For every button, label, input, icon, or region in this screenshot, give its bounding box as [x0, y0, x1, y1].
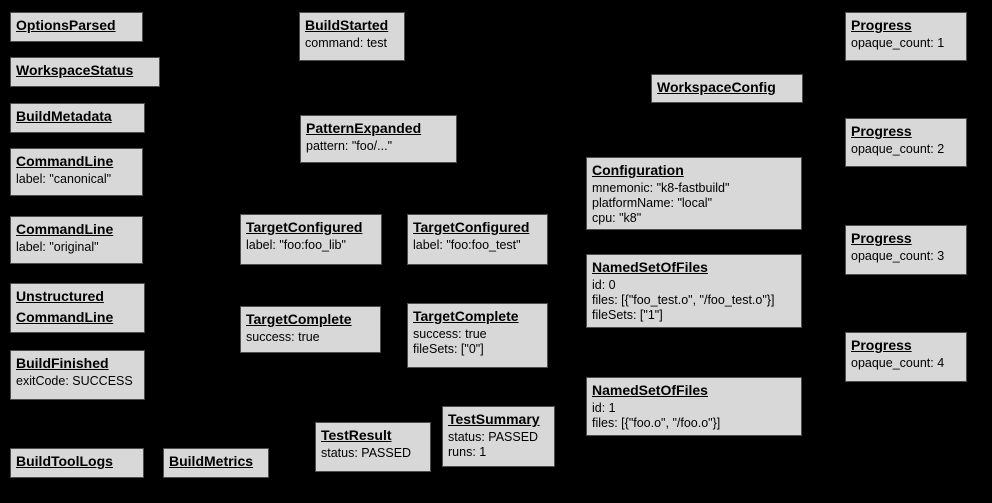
node-title: TargetComplete	[413, 308, 519, 324]
node-title: Progress	[851, 123, 912, 139]
node-title: BuildMetrics	[169, 453, 254, 469]
node-attribute: command: test	[305, 36, 387, 50]
node-attribute: label: "foo:foo_lib"	[246, 238, 346, 252]
node-title: CommandLine	[16, 221, 114, 237]
node-title: TargetConfigured	[246, 219, 363, 235]
node-progress-3: Progress opaque_count: 3	[845, 225, 967, 275]
node-attribute: fileSets: ["0"]	[413, 342, 484, 356]
node-attribute: label: "canonical"	[16, 172, 112, 186]
node-title: TestResult	[321, 427, 392, 443]
node-attribute: platformName: "local"	[592, 196, 713, 210]
node-title: NamedSetOfFiles	[592, 259, 708, 275]
node-attribute: status: PASSED	[321, 446, 412, 460]
node-build-tool-logs: BuildToolLogs	[10, 448, 144, 478]
node-title: TargetConfigured	[413, 219, 530, 235]
node-named-set-of-files-1: NamedSetOfFiles id: 1 files: [{"foo.o", …	[586, 377, 802, 436]
node-progress-1: Progress opaque_count: 1	[845, 12, 967, 61]
node-command-line-original: CommandLine label: "original"	[10, 216, 143, 264]
node-workspace-config: WorkspaceConfig	[651, 74, 803, 103]
node-title: Unstructured	[16, 288, 104, 304]
node-attribute: label: "foo:foo_test"	[413, 238, 521, 252]
node-attribute: id: 1	[592, 401, 616, 415]
node-build-metrics: BuildMetrics	[163, 448, 269, 478]
node-attribute: fileSets: ["1"]	[592, 308, 663, 322]
node-title: Progress	[851, 17, 912, 33]
node-command-line-canonical: CommandLine label: "canonical"	[10, 148, 143, 196]
node-attribute: status: PASSED	[448, 430, 539, 444]
node-title: NamedSetOfFiles	[592, 382, 708, 398]
node-title: BuildFinished	[16, 355, 109, 371]
node-attribute: opaque_count: 1	[851, 36, 945, 50]
node-title: TestSummary	[448, 411, 540, 427]
node-title: OptionsParsed	[16, 17, 116, 33]
node-test-summary: TestSummary status: PASSED runs: 1	[442, 406, 555, 467]
node-options-parsed: OptionsParsed	[10, 12, 143, 42]
node-unstructured-command-line: Unstructured CommandLine	[10, 283, 145, 333]
node-attribute: id: 0	[592, 278, 616, 292]
node-attribute: mnemonic: "k8-fastbuild"	[592, 181, 730, 195]
node-attribute: runs: 1	[448, 445, 487, 459]
node-title: Configuration	[592, 162, 684, 178]
node-title: TargetComplete	[246, 311, 352, 327]
node-title: PatternExpanded	[306, 120, 422, 136]
node-attribute: label: "original"	[16, 240, 99, 254]
node-build-finished: BuildFinished exitCode: SUCCESS	[10, 350, 145, 400]
node-attribute: cpu: "k8"	[592, 211, 642, 225]
node-build-started: BuildStarted command: test	[299, 12, 405, 61]
node-attribute: pattern: "foo/..."	[306, 139, 393, 153]
node-title: CommandLine	[16, 153, 114, 169]
node-title: BuildMetadata	[16, 108, 112, 124]
node-attribute: files: [{"foo_test.o", "/foo_test.o"}]	[592, 293, 775, 307]
node-target-configured-foo-test: TargetConfigured label: "foo:foo_test"	[407, 214, 548, 265]
node-progress-2: Progress opaque_count: 2	[845, 118, 967, 167]
node-named-set-of-files-0: NamedSetOfFiles id: 0 files: [{"foo_test…	[586, 254, 802, 328]
node-target-complete-foo-lib: TargetComplete success: true	[240, 306, 381, 353]
node-target-complete-foo-test: TargetComplete success: true fileSets: […	[407, 303, 548, 368]
node-attribute: opaque_count: 4	[851, 356, 945, 370]
node-target-configured-foo-lib: TargetConfigured label: "foo:foo_lib"	[240, 214, 382, 265]
node-progress-4: Progress opaque_count: 4	[845, 332, 967, 382]
node-title: BuildStarted	[305, 17, 389, 33]
node-attribute: files: [{"foo.o", "/foo.o"}]	[592, 416, 721, 430]
node-configuration: Configuration mnemonic: "k8-fastbuild" p…	[586, 157, 802, 230]
node-title: Progress	[851, 230, 912, 246]
node-title: WorkspaceConfig	[657, 79, 776, 95]
node-workspace-status: WorkspaceStatus	[10, 57, 160, 87]
node-title: CommandLine	[16, 309, 114, 325]
node-title: BuildToolLogs	[16, 453, 113, 469]
node-pattern-expanded: PatternExpanded pattern: "foo/..."	[300, 115, 457, 163]
node-test-result: TestResult status: PASSED	[315, 422, 431, 472]
node-attribute: opaque_count: 2	[851, 142, 945, 156]
node-build-metadata: BuildMetadata	[10, 103, 145, 133]
node-attribute: success: true	[246, 330, 320, 344]
node-title: Progress	[851, 337, 912, 353]
node-attribute: success: true	[413, 327, 487, 341]
node-attribute: exitCode: SUCCESS	[16, 374, 133, 388]
node-title: WorkspaceStatus	[16, 62, 134, 78]
node-attribute: opaque_count: 3	[851, 249, 945, 263]
